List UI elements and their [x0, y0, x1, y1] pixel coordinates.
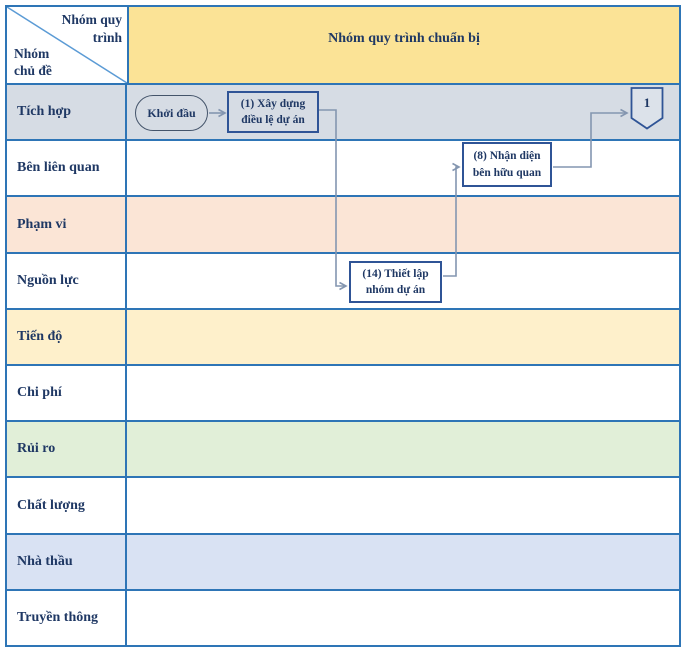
row-lane [127, 535, 679, 589]
process-build-project-charter: (1) Xây dựng điều lệ dự án [227, 91, 319, 133]
corner-label-topic-group: Nhóm chủ đề [14, 45, 52, 79]
corner-cell: Nhóm quy trình Nhóm chủ đề [7, 7, 129, 83]
row-lane [127, 310, 679, 364]
row-lane [127, 422, 679, 476]
row-lane [127, 478, 679, 532]
row-label: Bên liên quan [7, 141, 127, 196]
row-ben-lien-quan: Bên liên quan [7, 139, 679, 196]
row-lane [127, 366, 679, 420]
process-identify-stakeholders: (8) Nhận diện bên hữu quan [462, 142, 552, 187]
off-page-connector-1: 1 [630, 87, 664, 130]
off-page-connector-shape [630, 87, 664, 130]
row-pham-vi: Phạm vi [7, 195, 679, 252]
row-label: Truyền thông [7, 590, 127, 646]
row-label: Nhà thầu [7, 534, 127, 589]
header-row: Nhóm quy trình Nhóm chủ đề Nhóm quy trìn… [7, 7, 679, 83]
row-label: Chất lượng [7, 478, 127, 533]
row-rui-ro: Rủi ro [7, 420, 679, 477]
row-label: Chi phí [7, 366, 127, 421]
row-lane [127, 197, 679, 251]
row-truyen-thong: Truyền thông [7, 588, 679, 646]
row-tien-do: Tiến độ [7, 307, 679, 365]
column-header-preparation-group: Nhóm quy trình chuẩn bị [129, 7, 679, 83]
diagram-table: Nhóm quy trình Nhóm chủ đề Nhóm quy trìn… [5, 5, 681, 647]
row-lane [127, 141, 679, 195]
row-label: Nguồn lực [7, 253, 127, 308]
row-label: Tiến độ [7, 309, 127, 365]
row-chat-luong: Chất lượng [7, 476, 679, 533]
row-nguon-luc: Nguồn lực [7, 251, 679, 308]
row-tich-hop: Tích hợp [7, 83, 679, 140]
off-page-connector-label: 1 [643, 95, 651, 111]
row-label: Rủi ro [7, 422, 127, 477]
start-terminator: Khởi đầu [135, 95, 208, 131]
diagonal-divider [7, 7, 127, 83]
corner-label-process-group: Nhóm quy trình [61, 12, 122, 45]
row-label: Tích hợp [7, 85, 127, 140]
row-label: Phạm vi [7, 197, 127, 252]
row-chi-phi: Chi phí [7, 364, 679, 421]
process-establish-project-team: (14) Thiết lập nhóm dự án [349, 261, 442, 303]
row-lane [127, 591, 679, 645]
swimlane-rows: Tích hợp Bên liên quan Phạm vi Nguồn lực… [7, 83, 679, 646]
row-lane [127, 85, 679, 139]
row-nha-thau: Nhà thầu [7, 532, 679, 589]
